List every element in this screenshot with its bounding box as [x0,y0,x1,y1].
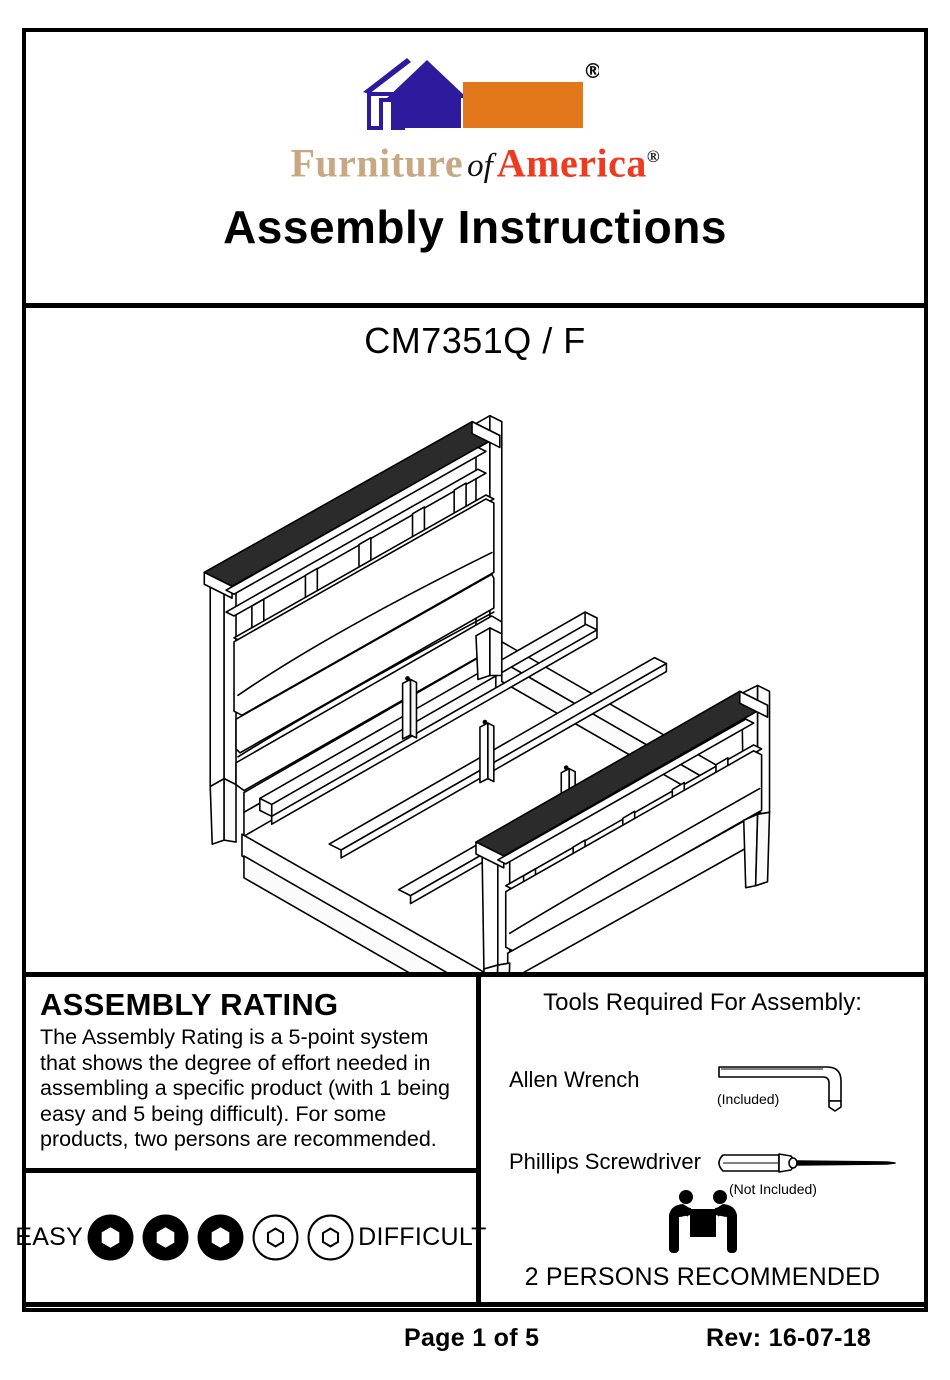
model-section: CM7351Q / F [26,308,924,378]
wordmark-of: of [467,148,493,185]
svg-text:®: ® [583,59,599,83]
difficulty-dot-filled-2 [140,1212,191,1263]
page-footer: Page 1 of 5 Rev: 16-07-18 [22,1320,928,1364]
assembly-rating-section: ASSEMBLY RATING The Assembly Rating is a… [26,977,481,1173]
footer-revision: Rev: 16-07-18 [706,1324,872,1352]
footer-page-number: Page 1 of 5 [404,1324,540,1352]
difficulty-dot-filled-3 [195,1212,246,1263]
persons-recommended-label: 2 PERSONS RECOMMENDED [524,1263,881,1291]
tool-row-allen-wrench: Allen Wrench (Included) [481,1059,924,1119]
tool-name-phillips-screwdriver: Phillips Screwdriver [509,1149,701,1174]
two-persons-lifting-icon [657,1187,749,1261]
difficulty-dot-empty-5 [305,1212,356,1263]
difficulty-scale: EASY [15,1173,486,1307]
scale-difficult-label: DIFFICULT [358,1223,487,1251]
tool-row-phillips-screwdriver: Phillips Screwdriver (Not Included) [481,1141,924,1201]
page-title: Assembly Instructions [223,201,727,253]
wordmark-registered-icon: ® [646,147,660,166]
tool-name-allen-wrench: Allen Wrench [509,1067,640,1092]
allen-wrench-icon [709,1059,909,1119]
scale-easy-label: EASY [15,1223,84,1251]
house-logo-icon: ® [359,54,603,132]
difficulty-dot-empty-4 [250,1212,301,1263]
phillips-screwdriver-icon [709,1141,909,1201]
difficulty-dot-filled-1 [85,1212,136,1263]
tool-note-allen-wrench: (Included) [717,1091,780,1107]
wordmark-america: America [496,140,647,186]
wordmark-furniture: Furniture [290,140,464,186]
model-number: CM7351Q / F [364,320,586,361]
bed-illustration [26,378,924,977]
tool-note-phillips-screwdriver: (Not Included) [729,1181,817,1197]
assembly-rating-title: ASSEMBLY RATING [40,987,339,1022]
persons-recommended-section: 2 PERSONS RECOMMENDED [481,1190,924,1303]
assembly-rating-description: The Assembly Rating is a 5-point system … [40,1025,450,1151]
tools-section: Tools Required For Assembly: Allen Wrenc… [481,977,924,1307]
tools-title: Tools Required For Assembly: [543,989,862,1016]
